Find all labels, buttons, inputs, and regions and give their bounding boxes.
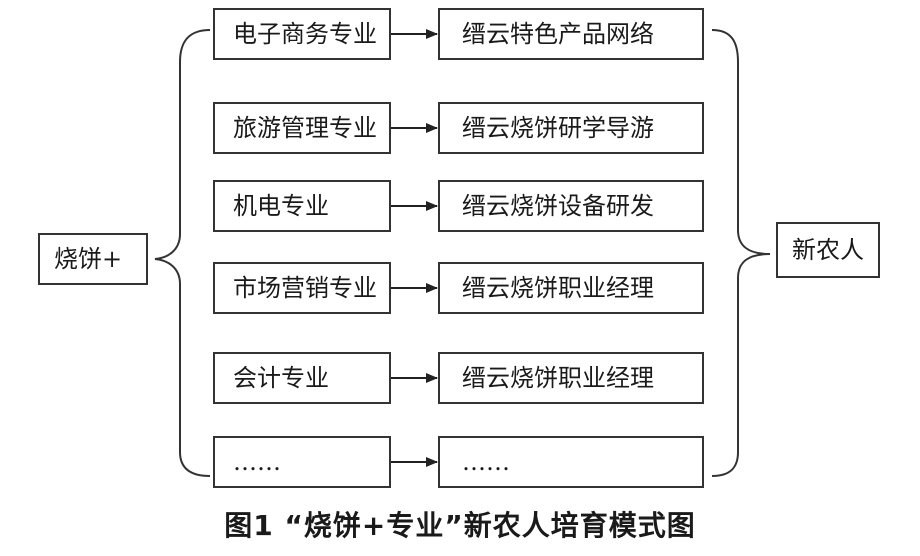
result-label: …… xyxy=(462,448,510,476)
source-label: 烧饼+ xyxy=(54,245,123,273)
major-box: 机电专业 xyxy=(213,180,391,232)
major-label: 会计专业 xyxy=(233,364,329,392)
major-box: …… xyxy=(213,436,391,488)
result-label: 缙云烧饼职业经理 xyxy=(462,364,654,392)
major-label: 机电专业 xyxy=(233,192,329,220)
major-label: …… xyxy=(233,448,281,476)
figure-caption: 图1 “烧饼+专业”新农人培育模式图 xyxy=(224,509,696,542)
major-box: 电子商务专业 xyxy=(213,8,391,60)
left-brace xyxy=(154,29,211,477)
right-brace xyxy=(711,29,771,477)
major-label: 电子商务专业 xyxy=(233,20,377,48)
major-box: 旅游管理专业 xyxy=(213,102,391,154)
target-box: 新农人 xyxy=(776,222,880,278)
major-box: 会计专业 xyxy=(213,352,391,404)
major-box: 市场营销专业 xyxy=(213,262,391,314)
result-label: 缙云烧饼职业经理 xyxy=(462,274,654,302)
result-box: 缙云烧饼研学导游 xyxy=(438,102,704,154)
result-box: …… xyxy=(438,436,704,488)
result-box: 缙云烧饼设备研发 xyxy=(438,180,704,232)
target-label: 新农人 xyxy=(792,236,864,264)
result-label: 缙云烧饼研学导游 xyxy=(462,114,654,142)
source-box: 烧饼+ xyxy=(38,233,148,285)
major-label: 市场营销专业 xyxy=(233,274,377,302)
result-box: 缙云特色产品网络 xyxy=(438,8,704,60)
result-box: 缙云烧饼职业经理 xyxy=(438,262,704,314)
major-label: 旅游管理专业 xyxy=(233,114,377,142)
result-box: 缙云烧饼职业经理 xyxy=(438,352,704,404)
result-label: 缙云烧饼设备研发 xyxy=(462,192,654,220)
result-label: 缙云特色产品网络 xyxy=(462,20,654,48)
